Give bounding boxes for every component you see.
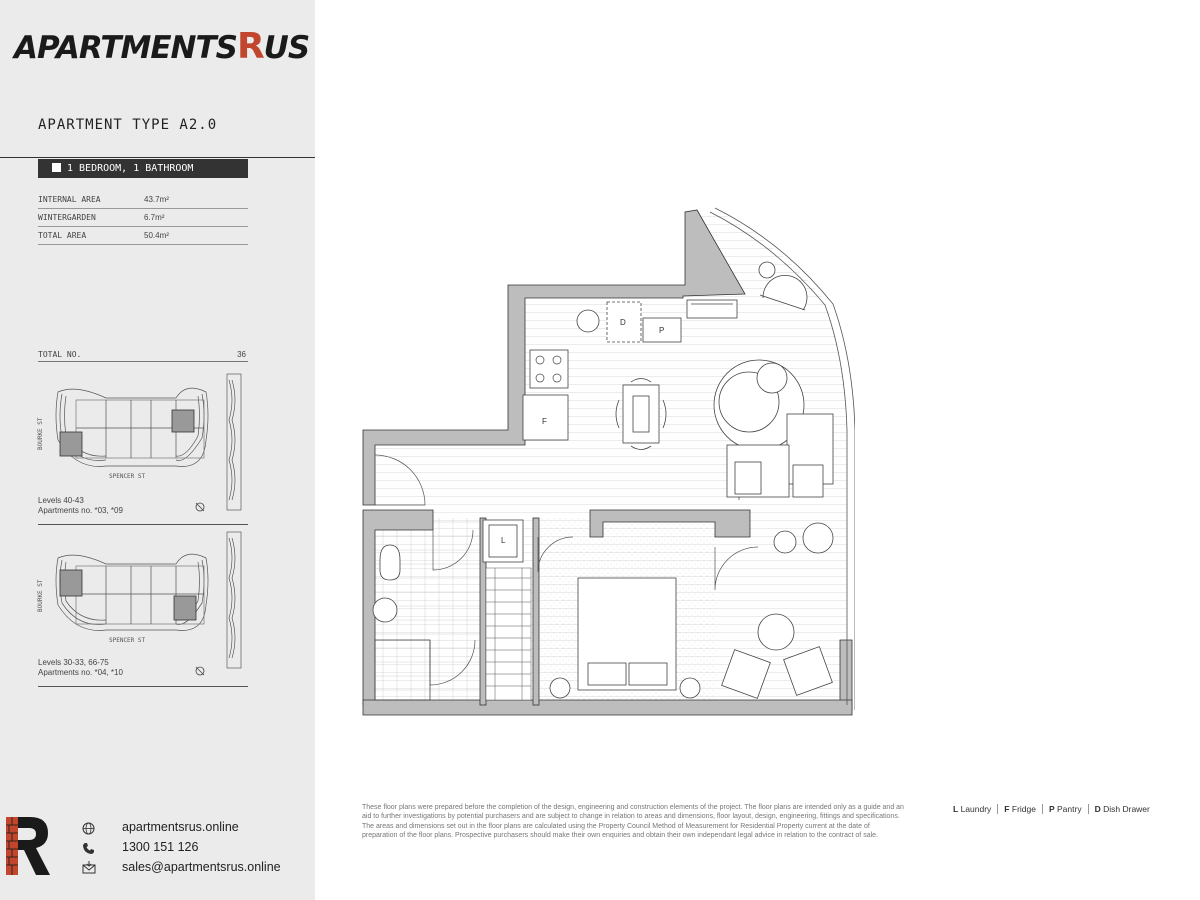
total-no-value: 36: [237, 350, 246, 359]
website-link[interactable]: apartmentsrus.online: [122, 820, 239, 834]
email-icon: [82, 861, 96, 874]
divider: [0, 157, 315, 158]
divider: [38, 686, 248, 687]
legend-item-pantry: P Pantry: [1041, 804, 1088, 814]
area-label: WINTERGARDEN: [38, 213, 96, 222]
divider: [38, 524, 248, 525]
email-link[interactable]: sales@apartmentsrus.online: [122, 860, 281, 874]
brand-r-mark: [6, 817, 50, 875]
key-plan-apartments: Apartments no. *04, *10: [38, 668, 123, 677]
legend-item-fridge: F Fridge: [997, 804, 1042, 814]
sidebar: APARTMENTSRUS APARTMENT TYPE A2.0 1 BEDR…: [0, 0, 315, 900]
area-value: 50.4m²: [144, 231, 169, 240]
street-label-spencer: SPENCER ST: [109, 473, 146, 480]
area-row-internal: INTERNAL AREA 43.7m²: [38, 191, 248, 209]
key-plan-apartments: Apartments no. *03, *09: [38, 506, 123, 515]
area-row-wintergarden: WINTERGARDEN 6.7m²: [38, 209, 248, 227]
total-no-row: TOTAL NO. 36: [38, 350, 248, 362]
pantry-label: P: [659, 326, 664, 335]
key-plan-levels: Levels 30-33, 66-75: [38, 658, 109, 667]
north-arrow-icon: [195, 502, 205, 512]
apartment-type-title: APARTMENT TYPE A2.0: [38, 117, 218, 133]
area-label: INTERNAL AREA: [38, 195, 101, 204]
globe-icon: [82, 822, 95, 835]
floor-plan: D P F L: [362, 207, 855, 716]
brand-logo: APARTMENTSRUS: [14, 26, 310, 67]
dishdrawer-label: D: [620, 318, 626, 327]
north-arrow-icon: [195, 666, 205, 676]
laundry-label: L: [501, 536, 506, 545]
phone-icon: [83, 843, 94, 854]
key-plan-levels: Levels 40-43: [38, 496, 84, 505]
square-icon: [52, 163, 61, 172]
area-value: 6.7m²: [144, 213, 165, 222]
street-label-bourke: BOURKE ST: [37, 417, 44, 450]
disclaimer-text: These floor plans were prepared before t…: [362, 804, 904, 839]
phone-link[interactable]: 1300 151 126: [122, 840, 199, 854]
legend-item-dish-drawer: D Dish Drawer: [1087, 804, 1156, 814]
key-plan-1: BOURKE ST SPENCER ST: [37, 373, 242, 512]
area-value: 43.7m²: [144, 195, 169, 204]
street-label-spencer: SPENCER ST: [109, 637, 146, 644]
bed-bath-label: 1 BEDROOM, 1 BATHROOM: [67, 163, 194, 174]
bed-bath-bar: 1 BEDROOM, 1 BATHROOM: [38, 159, 248, 178]
total-no-label: TOTAL NO.: [38, 350, 82, 359]
key-plan-2: BOURKE ST SPENCER ST: [37, 531, 242, 676]
area-label: TOTAL AREA: [38, 231, 87, 240]
area-row-total: TOTAL AREA 50.4m²: [38, 227, 248, 245]
street-label-bourke: BOURKE ST: [37, 579, 44, 612]
fridge-label: F: [542, 417, 547, 426]
legend-item-laundry: L Laundry: [953, 804, 992, 814]
